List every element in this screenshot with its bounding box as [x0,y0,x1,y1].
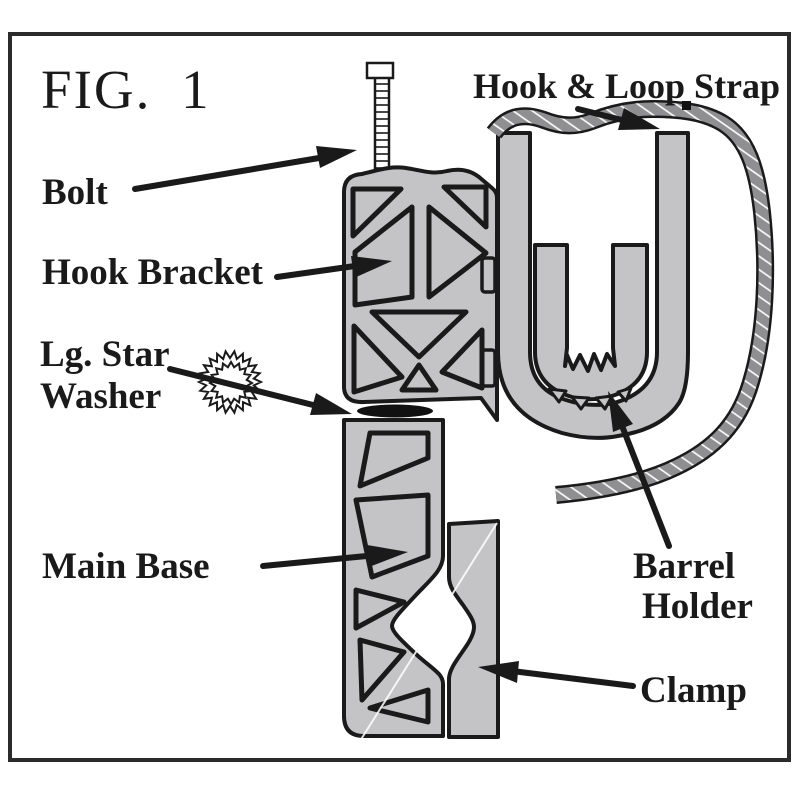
bolt-label: Bolt [42,172,108,213]
strap-hatched-band [488,102,772,502]
barrel-holder-arrow [608,391,672,549]
hook-bracket-part [342,165,499,422]
figure-border [8,32,791,762]
barrel-holder-label-line1: Barrel [633,546,735,587]
clamp-label: Clamp [640,670,747,711]
barrel-holder-part [496,131,690,440]
barrel-holder-outer-u [496,131,690,440]
clamp-part [447,519,500,739]
main-base-ribs [353,430,431,725]
hook-bracket-label: Hook Bracket [42,252,264,293]
hook-loop-strap-part [486,99,775,504]
star-washer-arrow [167,366,352,415]
main-base-arrow [260,545,408,569]
main-base-part [342,418,445,738]
hook-loop-strap-label: Hook & Loop Strap [473,66,780,106]
figure-labels: FIG. 1 Bolt Hook Bracket Lg. Star Washer… [40,59,780,711]
strap-end-tab [682,101,691,110]
hook-slot-upper [480,256,497,294]
barrel-holder-inner-u [533,243,649,402]
leader-arrows [132,106,672,689]
hook-loop-strap-arrow [575,106,660,130]
main-base-label: Main Base [42,546,210,587]
barrel-holder-grip-teeth [547,386,633,411]
bolt-part [365,61,395,174]
barrel-holder-label-line2: Holder [642,586,753,627]
clamp-arrow [478,661,636,689]
bolt-threads [376,83,388,169]
star-washer-label-line2: Washer [40,376,161,417]
bolt-arrow [132,146,357,192]
hook-slot-lower [480,348,497,388]
star-washer-label-line1: Lg. Star [40,334,170,375]
hook-bracket-ribs [350,184,489,395]
bolt-head [365,61,395,80]
hook-bracket-arrow [274,256,392,280]
washer-side-view [357,404,433,418]
figure-title: FIG. 1 [41,59,211,120]
scratch-line [359,522,498,742]
